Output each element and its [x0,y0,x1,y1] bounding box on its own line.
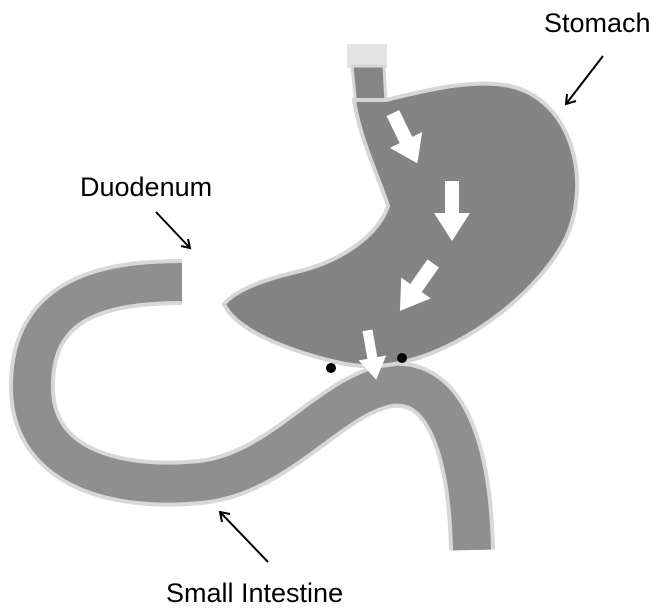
small-intestine-pointer-line [220,512,268,562]
stomach-pointer-line [566,56,603,104]
stomach-label: Stomach [544,10,651,37]
sphincter-dot-left [326,363,336,373]
small-intestine-label: Small Intestine [166,580,343,607]
duodenum-pointer-line [156,212,190,248]
sphincter-dot-right [397,353,407,363]
esophagus-outline [347,44,387,68]
duodenum-label: Duodenum [80,174,212,201]
